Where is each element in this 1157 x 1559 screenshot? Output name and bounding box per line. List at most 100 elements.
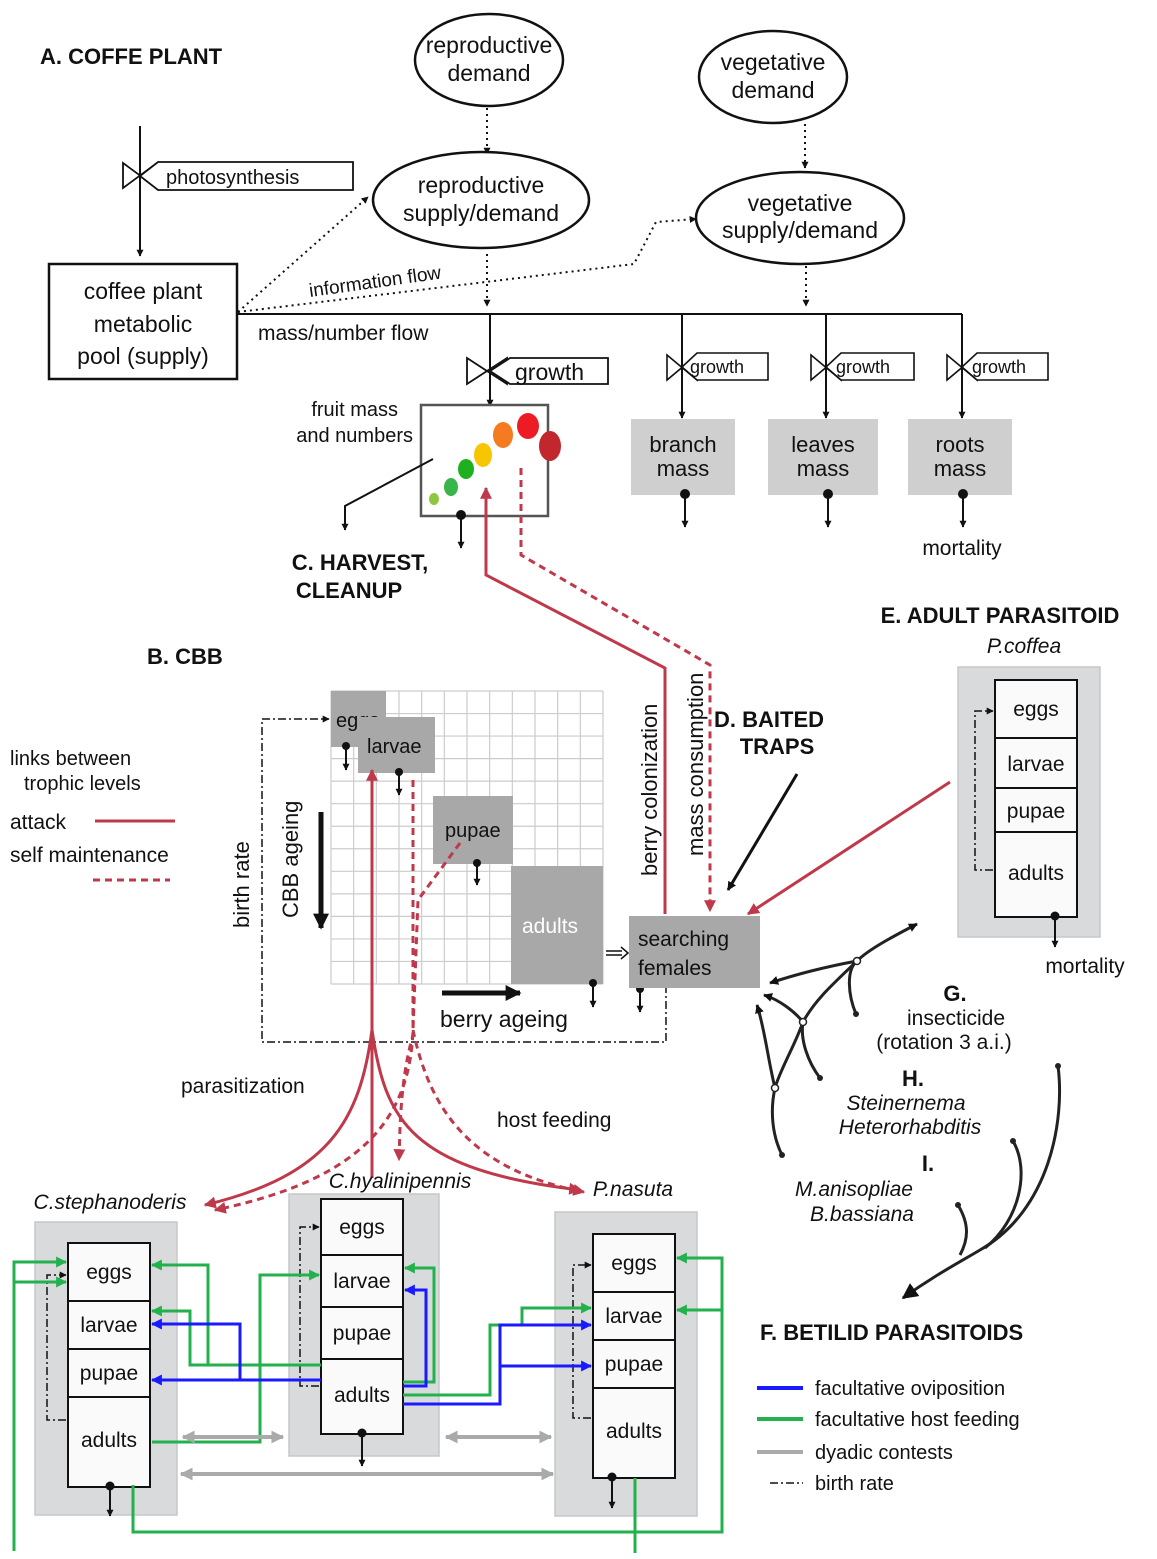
- parasitoid-e-larvae: larvae: [1007, 753, 1064, 776]
- legend-self-maintenance-label: self maintenance: [10, 844, 169, 867]
- section-c-line2: CLEANUP: [296, 578, 402, 603]
- vegetative-demand-node: [697, 29, 849, 125]
- coffee-berry-icon: [493, 422, 513, 448]
- fungi-line1: M.anisopliae: [795, 1178, 913, 1201]
- leaves-mass-line1: leaves: [791, 432, 855, 457]
- betilid-1-larvae: larvae: [80, 1314, 137, 1337]
- section-h-label: H.: [902, 1066, 924, 1091]
- searching-females-line1: searching: [638, 928, 729, 951]
- birth-rate-label: birth rate: [229, 841, 254, 928]
- fruit-mass-line1: fruit mass: [311, 399, 398, 421]
- cbb-ageing-label: CBB ageing: [278, 801, 303, 918]
- leaves-mass-line2: mass: [797, 456, 850, 481]
- betilid-2-adults: adults: [334, 1384, 390, 1407]
- mass-consumption-label: mass consumption: [683, 673, 708, 856]
- betilid-1-pupae: pupae: [80, 1362, 138, 1385]
- cbb-pupae-cell: [433, 796, 513, 864]
- section-e-species: P.coffea: [987, 635, 1061, 658]
- metabolic-pool-box: [47, 262, 239, 381]
- host-feeding-label: host feeding: [497, 1109, 611, 1132]
- reproductive-supply-line1: reproductive: [418, 172, 545, 198]
- legend-f-contests: dyadic contests: [815, 1442, 953, 1464]
- photosynthesis-label: photosynthesis: [166, 167, 299, 189]
- growth-valve-roots: growth: [946, 352, 1049, 382]
- growth-valve-leaves: growth: [810, 352, 915, 382]
- vegetative-demand-line2: demand: [731, 77, 814, 103]
- vegetative-supply-line2: supply/demand: [722, 217, 878, 243]
- cbb-larvae-cell: [358, 717, 435, 773]
- legend-trophic-title2: trophic levels: [24, 773, 141, 795]
- branch-mass-box: [631, 419, 735, 495]
- betilid-3-pupae: pupae: [605, 1353, 663, 1376]
- growth-valve-fruit: growth: [466, 356, 609, 386]
- betilid-species-1: C.stephanoderis: [34, 1191, 187, 1214]
- reproductive-supply-demand-node: [371, 150, 591, 250]
- searching-females-line2: females: [638, 957, 712, 980]
- betilid-species-3: P.nasuta: [593, 1178, 673, 1201]
- coffee-berry-icon: [444, 478, 458, 496]
- parasitization-label: parasitization: [181, 1075, 305, 1098]
- reproductive-demand-node: [413, 12, 565, 108]
- fruit-ripening-icons: [429, 413, 561, 505]
- berry-colonization-label: berry colonization: [637, 704, 662, 876]
- coffee-berry-icon: [517, 413, 539, 439]
- section-i-label: I.: [922, 1151, 934, 1176]
- parasitoid-e-mortality: mortality: [1045, 955, 1125, 978]
- fungi-line2: B.bassiana: [810, 1203, 914, 1226]
- fruit-mass-line2: and numbers: [296, 425, 413, 447]
- valve-icon: [466, 356, 508, 386]
- legend-f-birthrate: birth rate: [815, 1473, 894, 1495]
- legend-trophic-title1: links between: [10, 748, 131, 770]
- vegetative-demand-line1: vegetative: [721, 49, 826, 75]
- section-c-line1: C. HARVEST,: [292, 550, 429, 575]
- metabolic-pool-line2: metabolic: [94, 311, 192, 337]
- berry-ageing-label: berry ageing: [440, 1006, 568, 1032]
- metabolic-pool-line1: coffee plant: [84, 278, 203, 304]
- betilid-2-eggs: eggs: [339, 1216, 385, 1239]
- betilid-1-adults: adults: [81, 1429, 137, 1452]
- insecticide-line2: (rotation 3 a.i.): [876, 1031, 1011, 1054]
- reproductive-demand-line1: reproductive: [426, 32, 553, 58]
- growth-label-fruit: growth: [515, 359, 584, 385]
- cbb-pupae-label: pupae: [445, 820, 501, 842]
- vegetative-supply-line1: vegetative: [748, 190, 853, 216]
- branch-mass-line1: branch: [649, 432, 716, 457]
- leaves-mass-box: [768, 419, 878, 495]
- section-a-title: A. COFFE PLANT: [40, 44, 223, 69]
- roots-mass-line1: roots: [936, 432, 985, 457]
- section-b-title: B. CBB: [147, 644, 223, 669]
- nematode-line1: Steinernema: [846, 1092, 965, 1115]
- cbb-adults-cell: [511, 866, 603, 984]
- legend-f-hostfeeding: facultative host feeding: [815, 1409, 1020, 1431]
- section-d-line1: D. BAITED: [714, 707, 824, 732]
- betilid-2-pupae: pupae: [333, 1322, 391, 1345]
- plant-mortality-label: mortality: [922, 537, 1002, 560]
- section-e-title: E. ADULT PARASITOID: [881, 603, 1120, 628]
- cbb-adults-label: adults: [522, 915, 578, 938]
- betilid-3-adults: adults: [606, 1420, 662, 1443]
- cbb-larvae-label: larvae: [367, 736, 421, 758]
- coffee-berry-icon: [429, 493, 439, 505]
- roots-mass-line2: mass: [934, 456, 987, 481]
- legend-f-oviposition: facultative oviposition: [815, 1378, 1005, 1400]
- growth-label-roots: growth: [972, 357, 1026, 377]
- betilid-3-larvae: larvae: [605, 1305, 662, 1328]
- section-d-line2: TRAPS: [740, 734, 815, 759]
- growth-label-branch: growth: [690, 357, 744, 377]
- roots-mass-box: [908, 419, 1012, 495]
- coffee-berry-icon: [474, 443, 492, 467]
- betilid-1-eggs: eggs: [86, 1261, 132, 1284]
- betilid-2-larvae: larvae: [333, 1270, 390, 1293]
- growth-valve-branch: growth: [666, 352, 769, 382]
- reproductive-supply-line2: supply/demand: [403, 200, 559, 226]
- nematode-line2: Heterorhabditis: [839, 1116, 982, 1139]
- growth-label-leaves: growth: [836, 357, 890, 377]
- section-f-title: F. BETILID PARASITOIDS: [760, 1320, 1023, 1345]
- branch-mass-line2: mass: [657, 456, 710, 481]
- parasitoid-e-pupae: pupae: [1007, 800, 1065, 823]
- searching-females-box: [629, 916, 760, 988]
- parasitoid-e-adults: adults: [1008, 862, 1064, 885]
- legend-attack-label: attack: [10, 811, 67, 834]
- section-g-label: G.: [943, 981, 966, 1006]
